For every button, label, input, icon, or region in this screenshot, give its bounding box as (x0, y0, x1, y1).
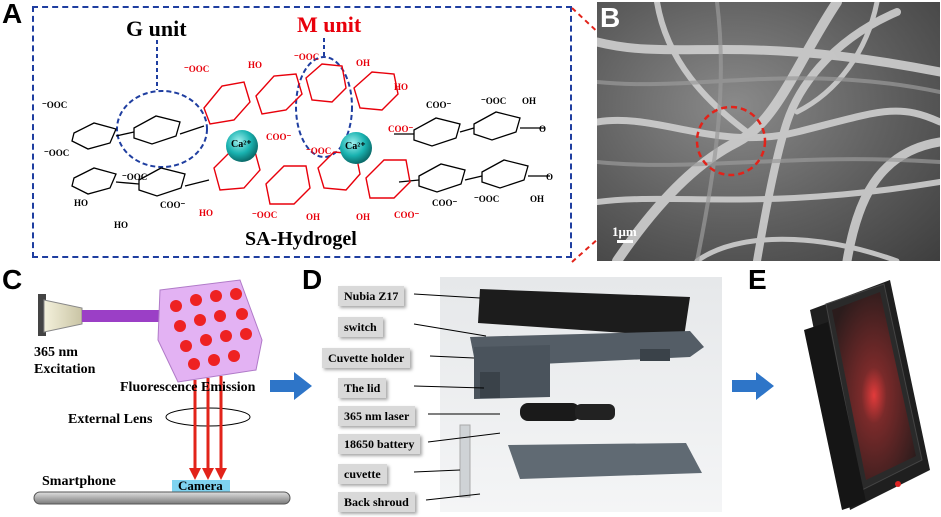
camera-label: Camera (178, 478, 223, 493)
svg-text:OH: OH (522, 96, 536, 106)
alginate-structure: ⁻OOC ⁻OOC HO HO ⁻OOC COO⁻ COO⁻ ⁻OOC OH COO⁻ ⁻OO… (42, 38, 553, 230)
label-18650-battery: 18650 battery (338, 434, 421, 454)
smartphone-label: Smartphone (42, 474, 116, 489)
svg-text:O: O (539, 124, 546, 134)
panel-c-letter: C (2, 264, 23, 295)
panel-d-letter: D (302, 264, 323, 295)
svg-text:⁻OOC: ⁻OOC (481, 96, 506, 106)
label-the-lid: The lid (338, 378, 387, 398)
svg-text:COO⁻: COO⁻ (426, 100, 452, 110)
sa-hydrogel-title: SA-Hydrogel (245, 228, 357, 250)
svg-text:OH: OH (530, 194, 544, 204)
arrow-c-to-d (270, 372, 312, 400)
svg-text:⁻OOC: ⁻OOC (294, 52, 319, 62)
svg-text:HO: HO (74, 198, 88, 208)
ca-ion-right: Ca²⁺ (345, 141, 366, 152)
svg-text:HO: HO (248, 60, 262, 70)
arrow-d-to-e (732, 372, 774, 400)
ca-ion-left: Ca²⁺ (231, 139, 252, 150)
leader-lines (413, 293, 500, 501)
sem-fibers (597, 2, 940, 261)
excitation-wavelength: 365 nm (34, 345, 78, 360)
label-nubia-z17: Nubia Z17 (338, 286, 405, 306)
svg-text:⁻OOC: ⁻OOC (184, 64, 209, 74)
svg-text:COO⁻: COO⁻ (160, 200, 186, 210)
svg-text:⁻OOC: ⁻OOC (474, 194, 499, 204)
svg-text:⁻OOC: ⁻OOC (44, 148, 69, 158)
panel-e-letter: E (748, 264, 767, 295)
svg-text:OH: OH (356, 212, 370, 222)
label-back-shroud: Back shroud (338, 492, 415, 512)
label-cuvette: cuvette (338, 464, 387, 484)
m-unit-label: M unit (297, 12, 362, 37)
external-lens-label: External Lens (68, 412, 153, 427)
assembled-device-photo (804, 280, 930, 510)
scale-bar-label: 1μm (612, 224, 637, 239)
panel-a-frame (32, 6, 572, 258)
svg-text:COO⁻: COO⁻ (266, 132, 292, 142)
g-unit-label: G unit (126, 16, 187, 41)
panel-a-letter: A (2, 0, 23, 29)
svg-text:COO⁻: COO⁻ (432, 198, 458, 208)
svg-text:O: O (546, 172, 553, 182)
svg-text:HO: HO (114, 220, 128, 230)
svg-text:COO⁻: COO⁻ (394, 210, 420, 220)
exploded-device-render (440, 277, 722, 512)
fluorescence-emission-label: Fluorescence Emission (120, 380, 256, 395)
svg-text:⁻OOC: ⁻OOC (122, 172, 147, 182)
sem-image (597, 2, 940, 261)
svg-text:⁻OOC: ⁻OOC (252, 210, 277, 220)
label-cuvette-holder: Cuvette holder (322, 348, 411, 368)
label-365nm-laser: 365 nm laser (338, 406, 416, 426)
label-switch: switch (338, 317, 383, 337)
excitation-label: Excitation (34, 362, 96, 377)
optical-setup (33, 279, 291, 505)
panel-b-letter: B (600, 2, 621, 33)
svg-text:OH: OH (356, 58, 370, 68)
svg-text:COO⁻: COO⁻ (388, 124, 414, 134)
svg-text:OH: OH (306, 212, 320, 222)
svg-text:⁻OOC: ⁻OOC (42, 100, 67, 110)
device-parts (459, 289, 704, 498)
svg-text:HO: HO (394, 82, 408, 92)
svg-text:HO: HO (199, 208, 213, 218)
svg-text:⁻OOC: ⁻OOC (306, 146, 331, 156)
